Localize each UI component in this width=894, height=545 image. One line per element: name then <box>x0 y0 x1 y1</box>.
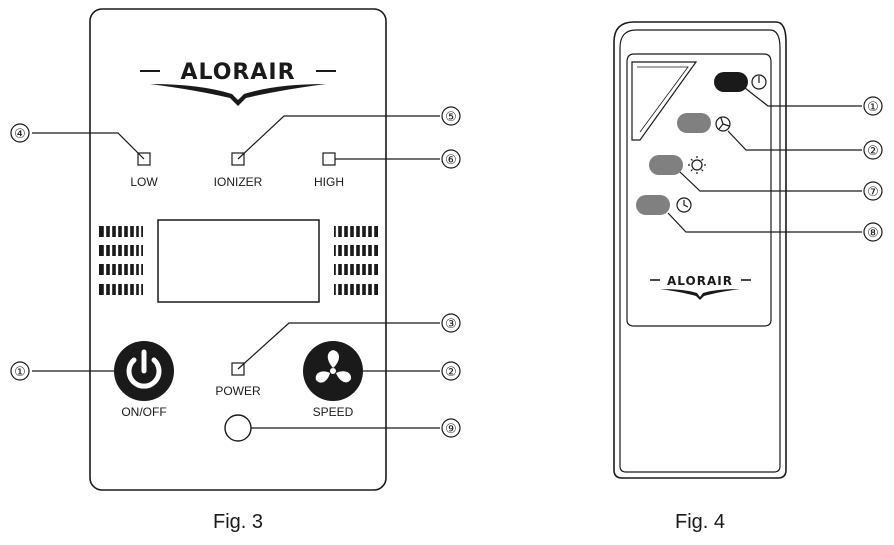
ionizer-indicator <box>231 152 245 166</box>
fan-icon <box>715 116 731 132</box>
panel-outline <box>89 8 387 491</box>
high-indicator <box>322 152 336 166</box>
remote-callout-8: ⑧ <box>867 226 879 241</box>
on-off-button[interactable] <box>114 341 174 401</box>
display-screen <box>157 219 320 303</box>
fig4-callouts: ① ② ⑦ ⑧ <box>863 96 883 242</box>
fig4-leader-lines <box>667 87 862 233</box>
callout-3: ③ <box>445 317 457 332</box>
sun-icon <box>688 156 706 174</box>
alorair-logo: ALORAIR <box>140 60 336 106</box>
speed-label: SPEED <box>313 405 354 419</box>
logo-text: ALORAIR <box>180 60 295 85</box>
ir-window <box>631 61 698 141</box>
fig4-remote: ALORAIR ① ② ⑦ ⑧ Fig. 4 <box>613 21 883 533</box>
power-icon <box>126 349 162 389</box>
remote-timer-button[interactable] <box>636 195 670 215</box>
callout-9: ⑨ <box>445 422 457 437</box>
remote-callout-1: ① <box>867 100 879 115</box>
power-icon <box>751 74 767 90</box>
remote-speed-button[interactable] <box>677 113 711 133</box>
logo-wings <box>150 84 326 106</box>
speed-button[interactable] <box>303 341 363 401</box>
callout-1: ① <box>14 365 26 380</box>
power-indicator <box>231 362 245 376</box>
remote-power-button[interactable] <box>714 72 748 92</box>
remote-ionizer-button[interactable] <box>649 155 683 175</box>
remote-outline <box>613 21 787 479</box>
power-label: POWER <box>215 384 261 398</box>
remote-callout-2: ② <box>867 144 879 159</box>
remote-alorair-logo: ALORAIR <box>650 274 751 300</box>
low-indicator <box>137 152 151 166</box>
remote-callout-7: ⑦ <box>867 185 879 200</box>
high-label: HIGH <box>314 175 344 189</box>
callout-6: ⑥ <box>445 153 457 168</box>
on-off-label: ON/OFF <box>121 405 166 419</box>
callout-4: ④ <box>14 127 26 142</box>
remote-inner-outline <box>619 29 781 473</box>
remote-logo-text: ALORAIR <box>667 274 733 288</box>
fig3-callouts: ④ ⑤ ⑥ ③ ① ② ⑨ <box>10 106 461 438</box>
fig3-leader-lines <box>32 115 440 429</box>
sensor-circle <box>224 414 252 442</box>
callout-2: ② <box>445 365 457 380</box>
fig4-caption: Fig. 4 <box>675 511 725 533</box>
fan-icon <box>315 350 352 383</box>
low-label: LOW <box>130 175 158 189</box>
clock-icon <box>676 197 692 213</box>
vent-left <box>99 226 143 295</box>
fig3-control-panel: ALORAIR LOW IONIZER HIGH <box>10 8 461 533</box>
ionizer-label: IONIZER <box>214 175 263 189</box>
remote-face-plate <box>626 53 772 327</box>
callout-5: ⑤ <box>445 110 457 125</box>
fig3-caption: Fig. 3 <box>213 511 263 533</box>
